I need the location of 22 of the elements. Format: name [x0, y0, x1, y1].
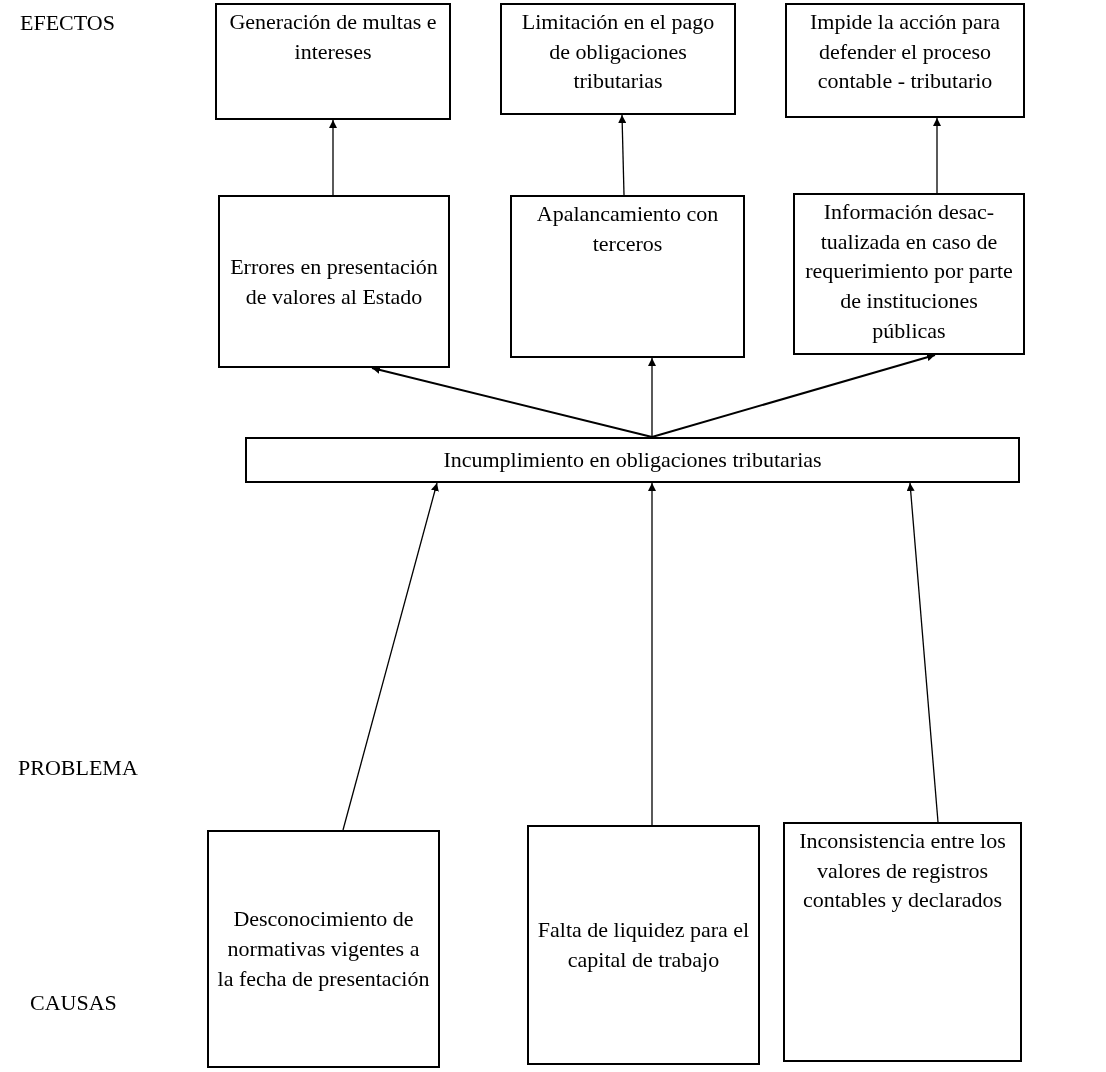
row-label: PROBLEMA	[18, 755, 138, 781]
arrow	[371, 366, 653, 438]
arrow	[651, 353, 936, 438]
arrow	[618, 114, 627, 196]
arrow	[342, 482, 439, 831]
arrow	[906, 482, 939, 823]
text-box: Falta de liquidez para el capital de trabajo	[527, 825, 760, 1065]
text-box: Desconocimiento de normativas vigentes a la fecha de presentación	[207, 830, 440, 1068]
text-box: Impide la acción para defender el proceso contable - tributario	[785, 3, 1025, 118]
arrow	[933, 117, 941, 194]
text-box: Generación de multas e intereses	[215, 3, 451, 120]
arrow	[329, 119, 337, 196]
arrow	[648, 482, 656, 826]
row-label: CAUSAS	[30, 990, 117, 1016]
text-box: Inconsistencia entre los valores de registros contables y declarados	[783, 822, 1022, 1062]
problem-box: Incumplimiento en obligaciones tributarias	[245, 437, 1020, 483]
row-label: EFECTOS	[20, 10, 115, 36]
text-box: Limitación en el pago de obligaciones tributarias	[500, 3, 736, 115]
arrow	[648, 357, 656, 438]
text-box: Errores en presentación de valores al Estado	[218, 195, 450, 368]
text-box: Información desac-tualizada en caso de requerimiento por parte de instituciones públicas	[793, 193, 1025, 355]
text-box: Apalancamiento con terceros	[510, 195, 745, 358]
